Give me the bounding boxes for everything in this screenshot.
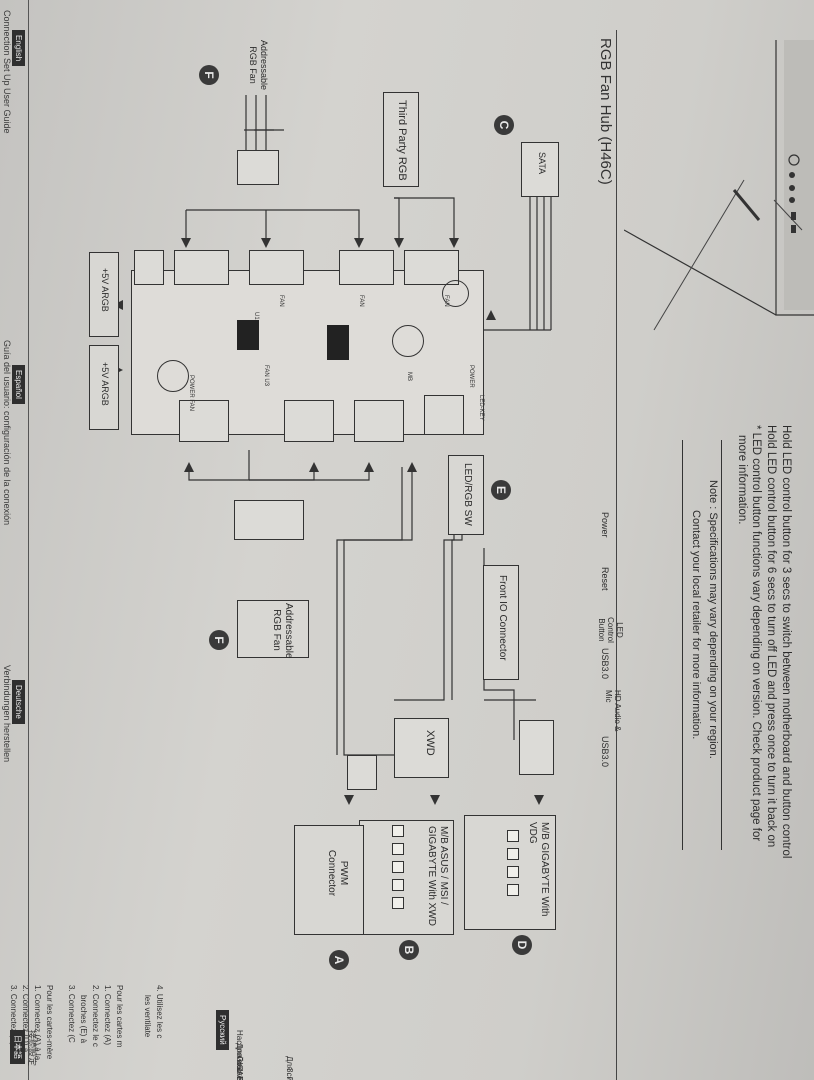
- led-rgb-sw-label: LED/RGB SW: [462, 463, 473, 526]
- hub-port-fan-3: [249, 250, 304, 285]
- xwd-connector: [394, 718, 449, 778]
- hub-port-fan-5: [134, 250, 164, 285]
- xwd-label: XWD: [424, 730, 436, 756]
- xwd-pin-3: [392, 861, 404, 873]
- hub-label-power: POWER: [468, 365, 474, 388]
- vdg-connector: [519, 720, 554, 775]
- vdg-pin-4: [507, 884, 519, 896]
- hub-label-fan-3: FAN: [278, 295, 284, 307]
- hub-mount-hole-2: [157, 360, 189, 392]
- english-subtitle: Connection Set Up User Guide: [2, 10, 12, 134]
- fr-line-7: 2. Connectez le c: [91, 985, 100, 1047]
- hub-chip-2: [237, 320, 259, 350]
- japanese-subtitle: 接続設定: [27, 1030, 37, 1067]
- badge-d: D: [512, 935, 532, 955]
- xwd-pin-4: [392, 879, 404, 891]
- argb-5v-label-1: +5V ARGB: [100, 268, 110, 312]
- lang-tag-russian: Русский: [216, 1010, 229, 1050]
- hub-label-fan-u3: FAN U3: [263, 365, 269, 387]
- espanol-subtitle: Guía del usuario: configuración de la co…: [2, 340, 12, 526]
- mb-asus-msi-label: M/B ASUS / MSI / GIGABYTE With XWD: [426, 826, 449, 927]
- hub-label-key: LED-KEY: [478, 395, 484, 421]
- hub-port-fan-2: [339, 250, 394, 285]
- fr-line-6: 1. Connectez (A): [103, 985, 112, 1046]
- lang-tag-english: English: [12, 30, 25, 67]
- argb-fan-bottom-label: Addressable RGB Fan: [271, 603, 294, 659]
- argb-fan-top-label: Addressable RGB Fan: [248, 40, 269, 91]
- fr-line-11: les ventilate: [143, 995, 152, 1038]
- lang-tag-espanol: Español: [12, 365, 25, 404]
- vdg-pin-3: [507, 866, 519, 878]
- hub-port-fan-4: [174, 250, 229, 285]
- hub-label-u1: U1: [253, 312, 259, 320]
- hub-label-mb: MB: [406, 372, 412, 381]
- argb-fan-top-connector: [237, 150, 279, 185]
- fr-line-10: 4. Utilisez les c: [155, 985, 164, 1039]
- argb-fan-bottom-connector: [234, 500, 304, 540]
- lang-tag-japanese: 日本語: [10, 1030, 25, 1064]
- lang-tag-deutsche: Deutsche: [12, 680, 25, 724]
- fr-line-1: Pour les cartes-mère: [45, 985, 54, 1060]
- badge-f-bottom: F: [209, 630, 229, 650]
- hub-port-mb: [424, 395, 464, 435]
- fr-line-5: Pour les cartes m: [115, 985, 124, 1048]
- hub-port-b2: [284, 400, 334, 442]
- front-io-label: Front IO Connector: [497, 575, 508, 661]
- badge-b: B: [399, 940, 419, 960]
- ru-line-8: Для систем: [285, 1056, 294, 1080]
- badge-e: E: [491, 480, 511, 500]
- xwd-pin-1: [392, 825, 404, 837]
- case-illustration: [624, 40, 814, 1080]
- xwd-pin-2: [392, 843, 404, 855]
- argb-5v-label-2: +5V ARGB: [100, 362, 110, 406]
- fr-line-9: 3. Connectez (C: [67, 985, 76, 1043]
- badge-c: C: [494, 115, 514, 135]
- hub-port-b3: [179, 400, 229, 442]
- pwm-plug: [347, 755, 377, 790]
- pwm-connector-label: PWM Connector: [326, 849, 349, 897]
- sata-label: SATA: [537, 152, 547, 175]
- fr-line-8: broches (E) à: [79, 995, 88, 1044]
- xwd-pin-5: [392, 897, 404, 909]
- footer-rule: [28, 0, 29, 1080]
- third-party-rgb-label: Third Party RGB: [396, 100, 408, 181]
- hub-mount-hole-1: [392, 325, 424, 357]
- ru-line-4: 1. Подклю: [235, 1068, 244, 1080]
- vdg-pin-1: [507, 830, 519, 842]
- deutsche-subtitle: Verbindungen herstellen: [2, 665, 12, 763]
- hub-label-power-fan: POWER FAN: [188, 375, 194, 412]
- vdg-pin-2: [507, 848, 519, 860]
- badge-f-top: F: [199, 65, 219, 85]
- hub-chip-1: [327, 325, 349, 360]
- hub-label-fan-2: FAN: [358, 295, 364, 307]
- mb-gigabyte-vdg-label: M/B GIGABYTE With VDG: [527, 822, 550, 917]
- hub-port-b1: [354, 400, 404, 442]
- badge-a: A: [329, 950, 349, 970]
- hub-label-fan-1: FAN: [443, 295, 449, 307]
